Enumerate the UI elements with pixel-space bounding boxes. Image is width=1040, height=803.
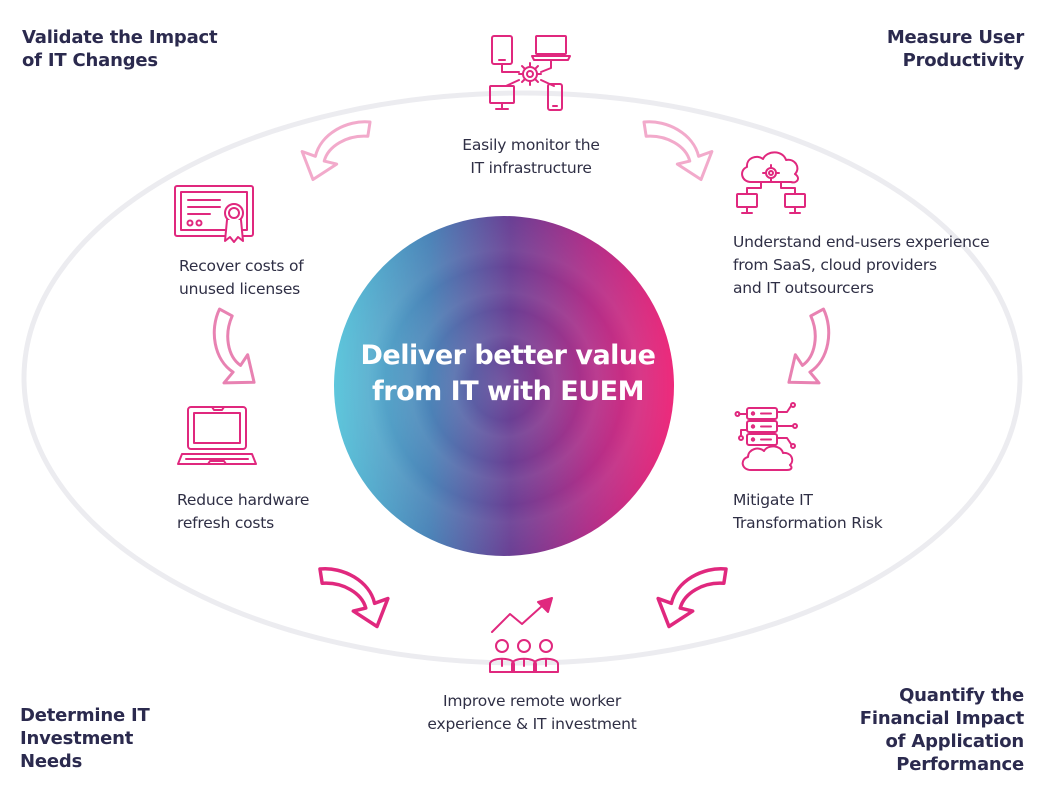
arrow-top-left: [300, 120, 372, 182]
item-endusers: Understand end-users experience from Saa…: [733, 233, 990, 297]
arrow-bottom-left: [318, 567, 390, 629]
server-cloud-icon: [734, 402, 798, 471]
center-title-line2: from IT with EUEM: [372, 376, 644, 407]
laptop-icon: [177, 406, 257, 465]
center-title: Deliver better value from IT with EUEM: [338, 338, 678, 410]
center-title-line1: Deliver better value: [360, 340, 656, 371]
corner-top-left: Validate the Impact of IT Changes: [22, 27, 218, 71]
cloud-network-icon: [736, 151, 806, 214]
item-monitor: Easily monitor the IT infrastructure: [462, 136, 600, 177]
corner-bottom-right: Quantify the Financial Impact of Applica…: [859, 685, 1024, 775]
item-hardware: Reduce hardware refresh costs: [177, 491, 310, 532]
item-licenses: Recover costs of unused licenses: [179, 257, 304, 298]
arrow-right-down: [787, 307, 831, 385]
outer-ring: [21, 90, 1023, 666]
corner-top-right: Measure User Productivity: [886, 27, 1024, 71]
team-growth-icon: [489, 597, 559, 673]
arrow-left-down: [212, 307, 256, 385]
item-mitigate: Mitigate IT Transformation Risk: [733, 491, 883, 532]
arrow-top-right: [642, 120, 714, 182]
certificate-icon: [174, 185, 254, 243]
corner-bottom-left: Determine IT Investment Needs: [20, 705, 150, 772]
arrow-bottom-right: [656, 567, 728, 629]
devices-network-icon: [489, 35, 571, 111]
item-remote: Improve remote worker experience & IT in…: [427, 692, 637, 733]
